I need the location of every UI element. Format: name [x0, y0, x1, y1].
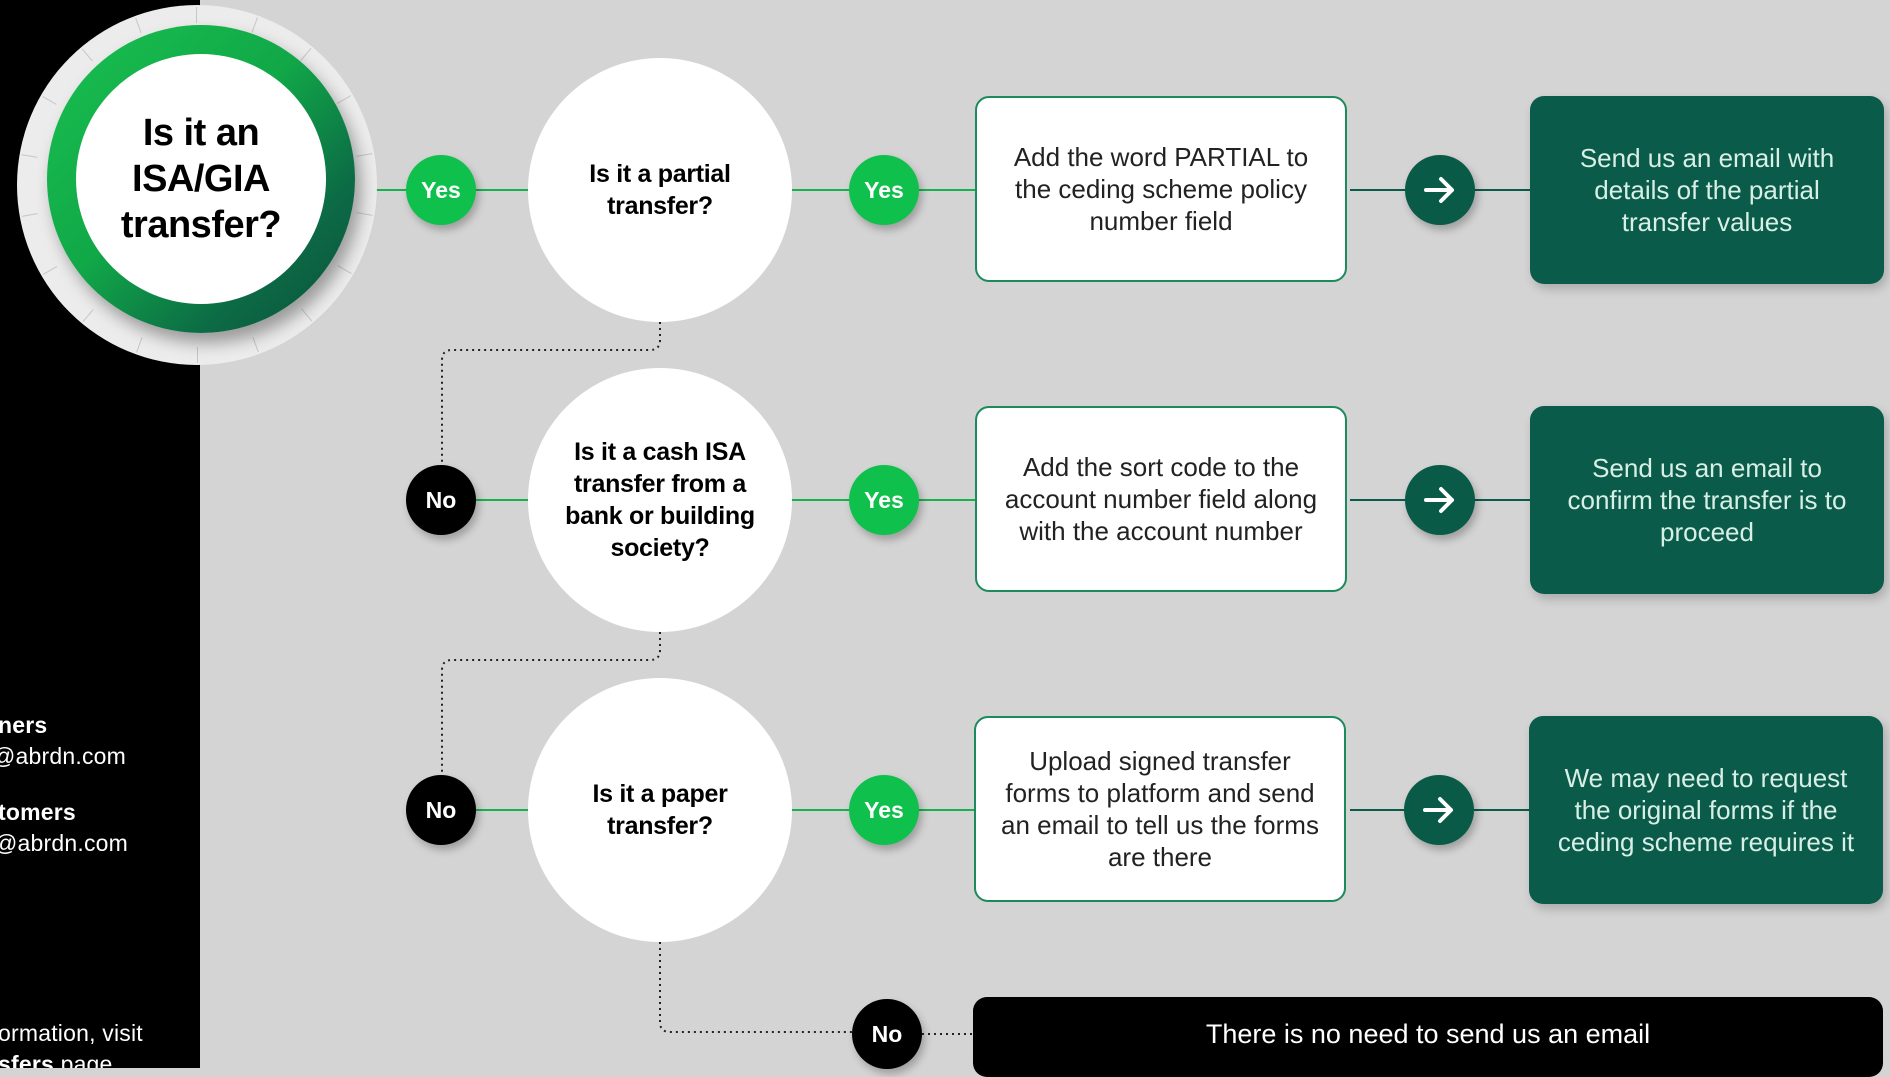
- arrow-button-partial[interactable]: [1405, 155, 1475, 225]
- action-text-paper: Upload signed transfer forms to platform…: [1001, 746, 1319, 872]
- action-box-cash-isa: Add the sort code to the account number …: [975, 406, 1347, 592]
- sidebar-transfers-link[interactable]: sfers: [0, 1051, 54, 1068]
- final-outcome-text: There is no need to send us an email: [1205, 1019, 1651, 1049]
- sidebar-info-text: ormation, visit: [0, 1020, 143, 1046]
- dotted-q2-no2: [441, 632, 661, 775]
- dotted-q1-no1: [441, 322, 661, 465]
- no-badge-2: No: [406, 775, 476, 845]
- arrow-right-icon: [1424, 177, 1454, 203]
- result-text-cash-isa: Send us an email to confirm the transfer…: [1567, 453, 1847, 547]
- arrow-button-paper[interactable]: [1404, 775, 1474, 845]
- yes-badge-main: Yes: [406, 155, 476, 225]
- action-text-partial: Add the word PARTIAL to the ceding schem…: [1013, 142, 1309, 236]
- arrow-right-icon: [1424, 487, 1454, 513]
- yes-badge-cash-isa: Yes: [849, 465, 919, 535]
- question-text-paper: Is it a paper transfer?: [592, 780, 728, 840]
- main-question-inner: Is it an ISA/GIA transfer?: [76, 54, 326, 304]
- result-box-cash-isa: Send us an email to confirm the transfer…: [1530, 406, 1884, 594]
- question-node-paper: Is it a paper transfer?: [528, 678, 792, 942]
- dotted-q3-no3: [659, 942, 853, 1033]
- question-text-partial: Is it a partial transfer?: [589, 160, 731, 220]
- result-text-partial: Send us an email with details of the par…: [1579, 143, 1835, 237]
- main-question-node: Is it an ISA/GIA transfer?: [47, 25, 355, 333]
- action-box-partial: Add the word PARTIAL to the ceding schem…: [975, 96, 1347, 282]
- sidebar-transfers-link-line: sfers page: [0, 1051, 113, 1068]
- question-node-partial: Is it a partial transfer?: [528, 58, 792, 322]
- result-text-paper: We may need to request the original form…: [1557, 763, 1855, 857]
- question-text-cash-isa: Is it a cash ISA transfer from a bank or…: [565, 438, 755, 562]
- result-box-paper: We may need to request the original form…: [1529, 716, 1883, 904]
- result-box-partial: Send us an email with details of the par…: [1530, 96, 1884, 284]
- yes-badge-partial: Yes: [849, 155, 919, 225]
- yes-badge-paper: Yes: [849, 775, 919, 845]
- sidebar-contact-heading-2: tomers: [0, 799, 76, 825]
- sidebar-email-2[interactable]: @abrdn.com: [0, 830, 129, 856]
- action-text-cash-isa: Add the sort code to the account number …: [1004, 452, 1318, 546]
- sidebar-link-suffix: page: [53, 1051, 113, 1068]
- sidebar-email-1[interactable]: @abrdn.com: [0, 743, 127, 769]
- action-box-paper: Upload signed transfer forms to platform…: [974, 716, 1346, 902]
- no-badge-3: No: [852, 999, 922, 1069]
- arrow-right-icon: [1423, 797, 1453, 823]
- main-question-text: Is it an ISA/GIA transfer?: [120, 112, 282, 246]
- no-badge-1: No: [406, 465, 476, 535]
- arrow-button-cash-isa[interactable]: [1405, 465, 1475, 535]
- sidebar-contact-heading-1: ners: [0, 712, 48, 738]
- question-node-cash-isa: Is it a cash ISA transfer from a bank or…: [528, 368, 792, 632]
- final-outcome-box: There is no need to send us an email: [973, 997, 1883, 1077]
